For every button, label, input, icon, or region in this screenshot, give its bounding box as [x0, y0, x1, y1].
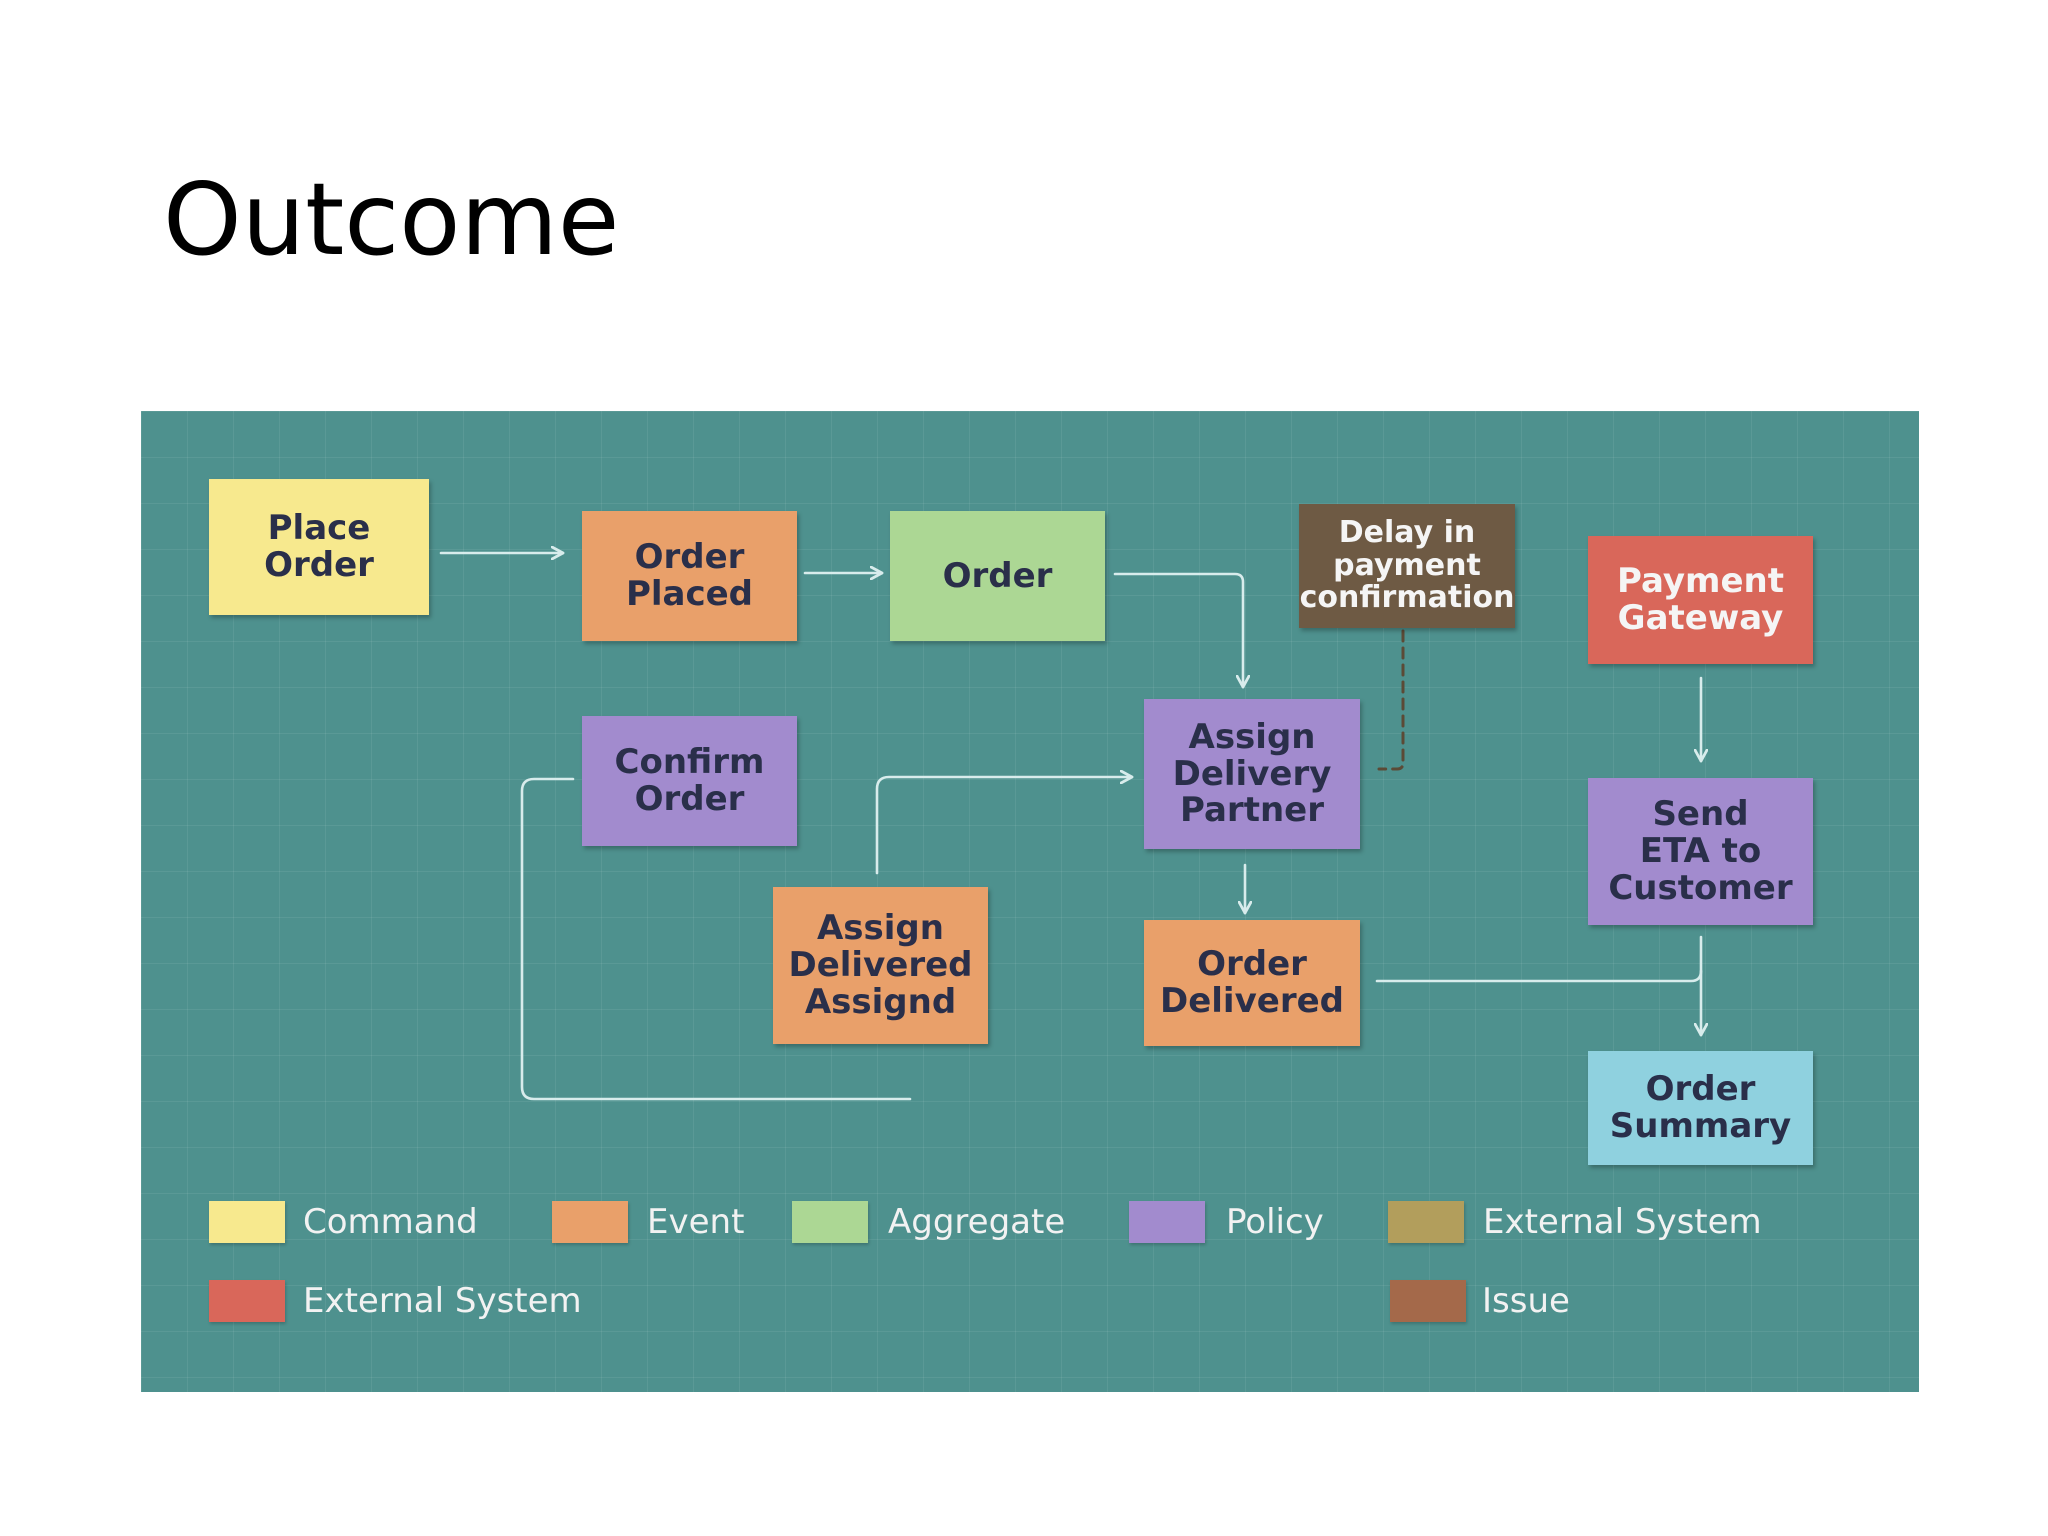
note-label: Order Summary	[1609, 1069, 1792, 1146]
note-label: Send ETA to Customer	[1608, 794, 1793, 908]
policy-send-eta-to-customer[interactable]: Send ETA to Customer	[1588, 778, 1813, 925]
legend-swatch-external-system-red	[209, 1280, 285, 1322]
note-label: Assign Delivery Partner	[1172, 716, 1332, 831]
legend-label-external-system-1: External System	[1483, 1202, 1762, 1242]
event-assign-delivered[interactable]: Assign Delivered Assignd	[773, 887, 988, 1044]
line-order-delivered-to-summary	[1375, 969, 1703, 983]
note-label: Assign Delivered Assignd	[788, 908, 973, 1022]
legend-swatch-issue	[1390, 1280, 1466, 1322]
legend-label-event: Event	[647, 1202, 745, 1242]
event-order-delivered[interactable]: Order Delivered	[1144, 920, 1360, 1046]
readmodel-order-summary[interactable]: Order Summary	[1588, 1051, 1813, 1165]
legend-swatch-event	[552, 1201, 628, 1243]
note-label: Order Delivered	[1160, 944, 1344, 1021]
dashed-issue-link	[1377, 629, 1405, 771]
aggregate-order[interactable]: Order	[890, 511, 1105, 641]
policy-confirm-order[interactable]: Confirm Order	[582, 716, 797, 846]
note-label: Order	[942, 555, 1053, 596]
legend-swatch-external-system-olive	[1388, 1201, 1464, 1243]
note-label: Place Order	[264, 508, 374, 585]
note-label: Payment Gateway	[1616, 561, 1784, 638]
event-storming-board: Place Order Order Placed Order Delay in …	[141, 411, 1919, 1392]
legend-label-aggregate: Aggregate	[888, 1202, 1066, 1242]
slide-title: Outcome	[163, 161, 620, 278]
policy-assign-delivery-partner[interactable]: Assign Delivery Partner	[1144, 699, 1360, 849]
legend-label-external-system-2: External System	[303, 1281, 582, 1321]
arrow-assign-delivered-to-assign-partner	[875, 777, 1132, 875]
legend-swatch-aggregate	[792, 1201, 868, 1243]
note-label: Confirm Order	[614, 742, 765, 819]
note-label: Delay in payment confirmation	[1299, 515, 1515, 616]
legend-label-policy: Policy	[1226, 1202, 1324, 1242]
command-place-order[interactable]: Place Order	[209, 479, 429, 615]
legend-swatch-command	[209, 1201, 285, 1243]
legend-swatch-policy	[1129, 1201, 1205, 1243]
legend-label-issue: Issue	[1482, 1281, 1570, 1321]
legend-label-command: Command	[303, 1202, 478, 1242]
event-order-placed[interactable]: Order Placed	[582, 511, 797, 641]
note-label: Order Placed	[625, 537, 754, 614]
external-system-payment-gateway[interactable]: Payment Gateway	[1588, 536, 1813, 664]
arrow-order-to-assign-partner	[1113, 572, 1243, 687]
issue-delay-payment-confirmation[interactable]: Delay in payment confirmation	[1299, 504, 1515, 628]
